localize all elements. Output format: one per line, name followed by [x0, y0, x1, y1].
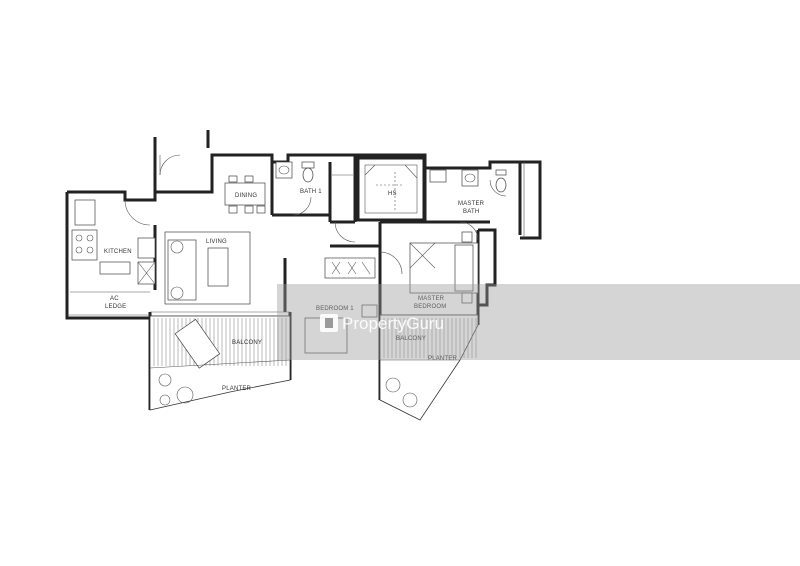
master-bed — [409, 231, 479, 304]
label-kitchen: KITCHEN — [104, 249, 132, 255]
room-labels: DINING BATH 1 HS MASTER BATH KITCHEN LIV… — [104, 189, 485, 392]
label-dining: DINING — [235, 193, 257, 199]
dining-set — [224, 175, 266, 214]
hs-room — [356, 156, 426, 222]
label-master-bath-1: MASTER — [458, 201, 485, 207]
watermark-logo-icon — [320, 314, 338, 332]
balcony-left — [149, 315, 291, 411]
watermark: PropertyGuru — [277, 284, 800, 360]
label-bath1: BATH 1 — [300, 189, 322, 195]
label-ac-ledge-1: AC — [110, 296, 119, 302]
label-hs: HS — [388, 191, 397, 197]
label-living: LIVING — [206, 239, 227, 245]
watermark-brand: PropertyGuru — [342, 314, 444, 333]
bath1-fixtures — [275, 161, 353, 183]
label-balcony-right: BALCONY — [396, 336, 426, 342]
label-balcony-left: BALCONY — [232, 340, 262, 346]
plant-icon — [158, 373, 418, 408]
label-ac-ledge-2: LEDGE — [105, 304, 126, 310]
label-master-bath-2: BATH — [463, 209, 479, 215]
living-set — [164, 231, 251, 305]
label-bedroom1: BEDROOM 1 — [316, 306, 354, 312]
doors — [124, 154, 507, 275]
master-bath-fixtures — [429, 169, 507, 193]
label-master-bedroom-1: MASTER — [418, 296, 445, 302]
balcony-right — [379, 314, 479, 421]
watermark-band — [277, 284, 800, 360]
kitchen-fixtures — [70, 199, 156, 293]
label-master-bedroom-2: BEDROOM — [414, 304, 446, 310]
label-planter-right: PLANTER — [428, 356, 458, 362]
label-planter-left: PLANTER — [222, 386, 252, 392]
